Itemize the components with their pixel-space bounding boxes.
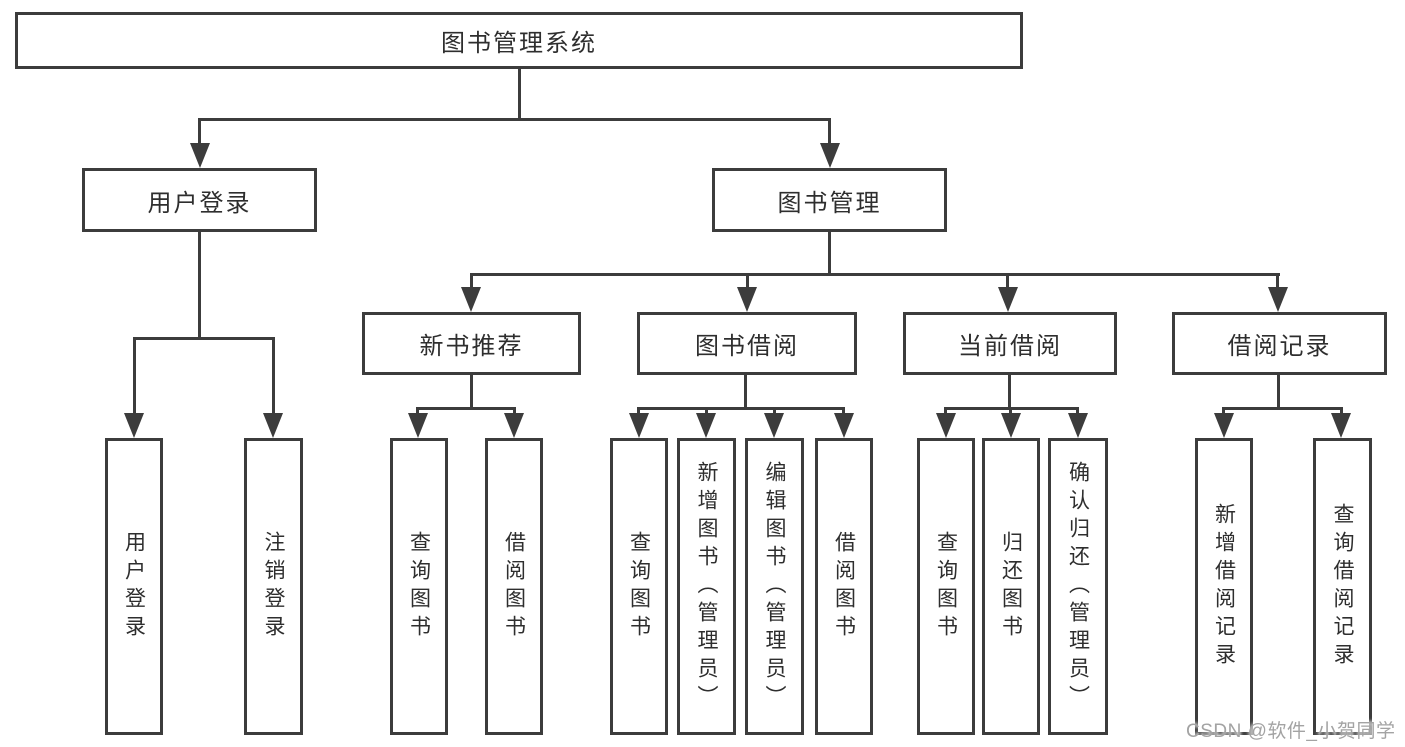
csdn-watermark: CSDN @软件_小贺同学 [1186, 721, 1396, 742]
connector-hline [1222, 407, 1343, 410]
node-label: 注销登录 [262, 530, 285, 643]
connector-vline [1276, 276, 1279, 290]
arrow-down-icon [737, 287, 757, 312]
node-label: 新增图书（管理员） [695, 460, 718, 713]
node-label: 查询图书 [407, 530, 431, 643]
arrow-down-icon [764, 413, 784, 438]
arrow-down-icon [834, 413, 854, 438]
arrow-down-icon [1214, 413, 1234, 438]
arrow-down-icon [820, 143, 840, 168]
node-edit-books-admin: 编辑图书（管理员） [745, 438, 804, 735]
connector-vline [705, 407, 708, 414]
node-user-login: 用户登录 [82, 168, 317, 232]
connector-hline [417, 407, 516, 410]
arrow-down-icon [1268, 287, 1288, 312]
node-return-books: 归还图书 [982, 438, 1040, 735]
arrow-down-icon [504, 413, 524, 438]
arrow-down-icon [696, 413, 716, 438]
node-label: 查询图书 [934, 530, 958, 643]
node-borrow-books-recommend: 借阅图书 [485, 438, 543, 735]
connector-vline [773, 407, 776, 414]
connector-vline [1008, 375, 1011, 410]
node-label: 查询借阅记录 [1331, 502, 1354, 671]
connector-vline [637, 407, 640, 414]
connector-vline [1006, 276, 1009, 290]
arrow-down-icon [124, 413, 144, 438]
arrow-down-icon [1068, 413, 1088, 438]
node-label: 编辑图书（管理员） [763, 460, 786, 713]
node-query-books-borrowing: 查询图书 [610, 438, 668, 735]
node-add-books-admin: 新增图书（管理员） [677, 438, 736, 735]
connector-hline [133, 337, 275, 340]
connector-hline [198, 118, 831, 121]
connector-hline [470, 273, 1280, 276]
connector-vline [198, 121, 201, 146]
connector-vline [470, 375, 473, 410]
connector-vline [944, 407, 947, 414]
arrow-down-icon [936, 413, 956, 438]
node-user-login-leaf: 用户登录 [105, 438, 163, 735]
connector-vline [746, 276, 749, 290]
arrow-down-icon [998, 287, 1018, 312]
node-book-management: 图书管理 [712, 168, 947, 232]
node-label: 用户登录 [122, 530, 146, 643]
node-label: 当前借阅 [958, 333, 1062, 360]
connector-vline [513, 407, 516, 414]
connector-vline [1222, 407, 1225, 414]
connector-vline [470, 276, 473, 290]
node-label: 借阅图书 [832, 530, 856, 643]
connector-vline [272, 340, 275, 416]
node-logout: 注销登录 [244, 438, 303, 735]
node-label: 用户登录 [147, 189, 252, 217]
node-query-borrow-record: 查询借阅记录 [1313, 438, 1372, 735]
node-current-borrowing: 当前借阅 [903, 312, 1117, 375]
node-label: 查询图书 [627, 530, 651, 643]
connector-vline [1076, 407, 1079, 414]
node-book-borrowing: 图书借阅 [637, 312, 857, 375]
node-add-borrow-record: 新增借阅记录 [1195, 438, 1253, 735]
node-label: 新书推荐 [419, 333, 524, 360]
node-label: 图书管理 [777, 189, 882, 217]
connector-vline [416, 407, 419, 414]
arrow-down-icon [263, 413, 283, 438]
node-label: 新增借阅记录 [1212, 502, 1236, 671]
arrow-down-icon [461, 287, 481, 312]
connector-vline [133, 340, 136, 416]
node-label: 图书管理系统 [441, 30, 597, 57]
arrow-down-icon [629, 413, 649, 438]
node-label: 确认归还（管理员） [1066, 460, 1090, 713]
arrow-down-icon [1331, 413, 1351, 438]
node-borrowing-records: 借阅记录 [1172, 312, 1387, 375]
node-query-books-current: 查询图书 [917, 438, 975, 735]
arrow-down-icon [190, 143, 210, 168]
connector-vline [1009, 407, 1012, 414]
connector-vline [842, 407, 845, 414]
arrow-down-icon [1001, 413, 1021, 438]
node-label: 借阅记录 [1227, 333, 1332, 360]
connector-hline [637, 407, 845, 410]
node-label: 借阅图书 [502, 530, 526, 643]
node-confirm-return-admin: 确认归还（管理员） [1048, 438, 1108, 735]
connector-vline [1340, 407, 1343, 414]
connector-vline [518, 69, 521, 118]
connector-vline [1277, 375, 1280, 410]
connector-vline [198, 232, 201, 337]
connector-vline [828, 232, 831, 276]
node-borrow-books: 借阅图书 [815, 438, 873, 735]
arrow-down-icon [408, 413, 428, 438]
connector-vline [744, 375, 747, 410]
node-label: 归还图书 [999, 530, 1023, 643]
node-new-book-recommendation: 新书推荐 [362, 312, 581, 375]
node-query-books-recommend: 查询图书 [390, 438, 448, 735]
node-label: 图书借阅 [695, 333, 799, 360]
node-library-management-system: 图书管理系统 [15, 12, 1023, 69]
connector-vline [828, 121, 831, 146]
